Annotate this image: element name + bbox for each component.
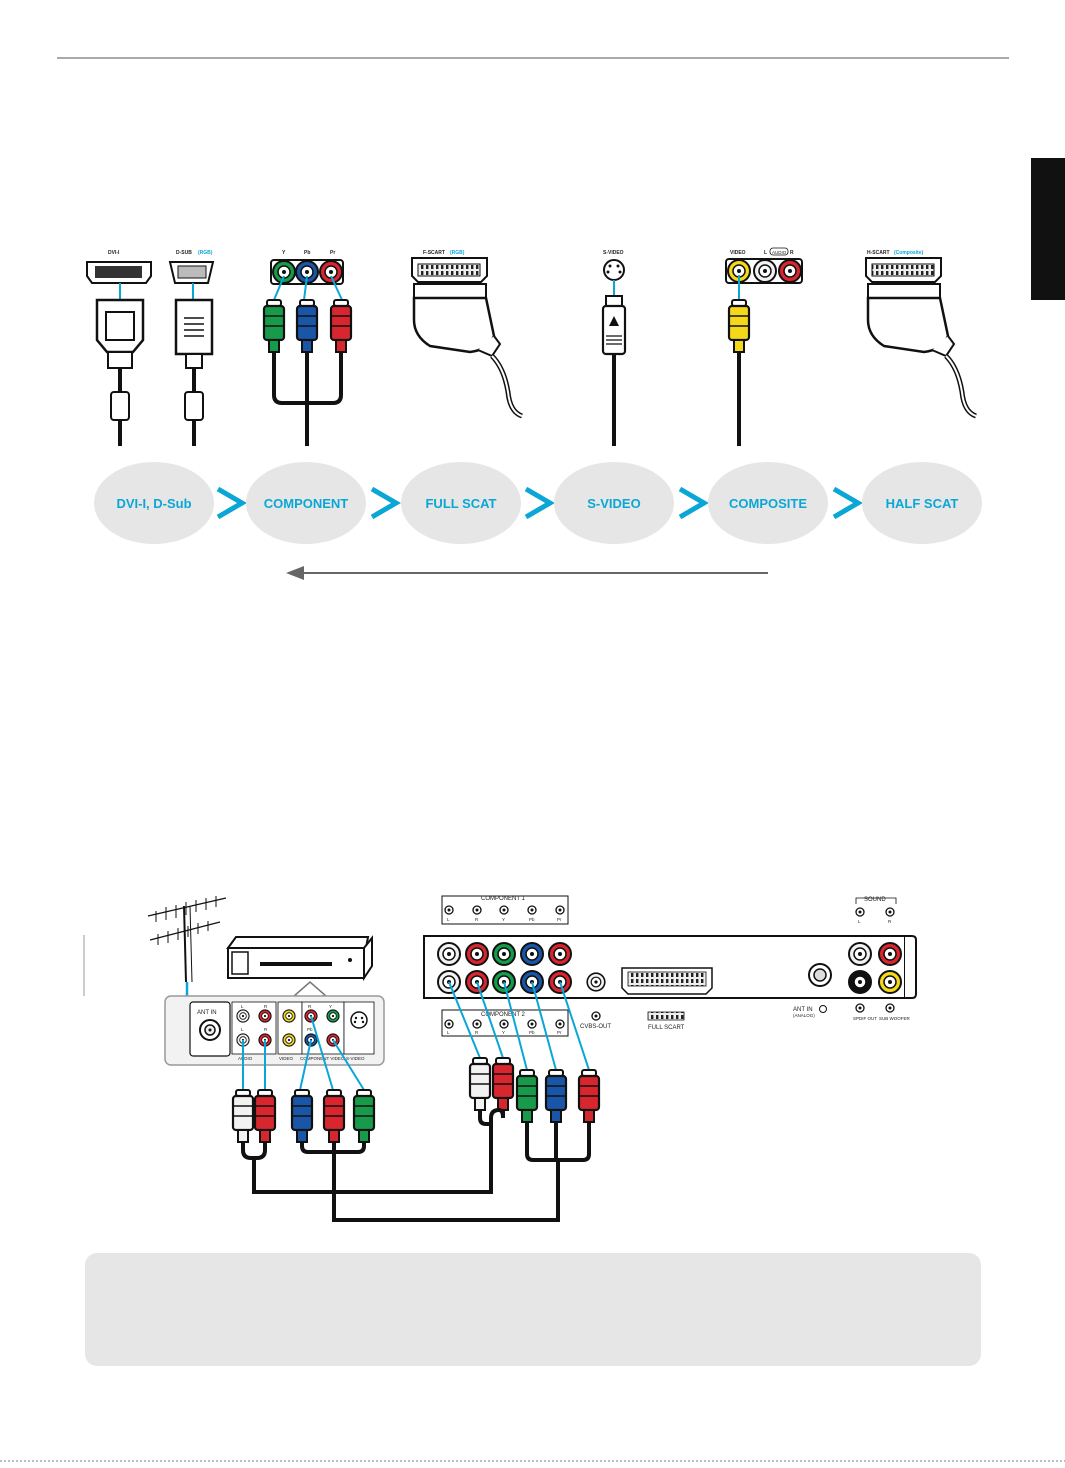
connector-dvi: DVI-I (86, 250, 152, 446)
device-group-label: VIDEO (279, 1056, 294, 1061)
chain-separator (524, 486, 555, 520)
tv-spdif-label: SPDIF OUT (853, 1016, 877, 1021)
device-port-letter: Y (329, 1004, 332, 1009)
tv-comp2-port: R (475, 1030, 479, 1035)
audio-cable (241, 1107, 505, 1194)
tv-full-scart: FULL SCART (648, 1025, 685, 1031)
component-cable (300, 1122, 591, 1222)
device-port-letter: R (308, 1004, 312, 1009)
chain-separator (370, 486, 401, 520)
zoom-arrow (292, 981, 328, 997)
tv-comp1-port: Pb (529, 917, 535, 922)
plug-red (577, 1068, 601, 1124)
device-group-label: S-VIDEO (346, 1056, 365, 1061)
tv-comp2-port: Y (502, 1030, 505, 1035)
connector-half-scart: H-SCART (Composite) (865, 250, 977, 419)
chain-item-label: FULL SCAT (425, 496, 496, 511)
r-label: R (790, 250, 794, 256)
tv-comp1-port: Pr (557, 917, 562, 922)
chain-separator (832, 486, 863, 520)
chain-separator (678, 486, 709, 520)
plug-blue (290, 1088, 314, 1144)
l-label: L (764, 250, 767, 256)
chapter-tab (1031, 158, 1065, 300)
tv-sound-port: R (888, 919, 892, 924)
chain-item: DVI-I, D-Sub (94, 462, 214, 544)
hscart-label: H-SCART (867, 250, 890, 256)
device-port-letter: Pb (307, 1027, 313, 1032)
y-label: Y (282, 250, 286, 256)
chain-item-label: HALF SCAT (886, 496, 959, 511)
device-port-letter: L (241, 1027, 244, 1032)
chain-item: FULL SCAT (401, 462, 521, 544)
fscart-label: F-SCART (423, 250, 445, 256)
audio-tag: AUDIO (772, 250, 787, 255)
tv-sound-port: L (858, 919, 861, 924)
fscart-tag: (RGB) (450, 250, 465, 256)
tv-subwoofer-label: SUB WOOFER (879, 1016, 911, 1021)
connector-component: Y Pb Pr (262, 250, 353, 446)
plug-green (515, 1068, 539, 1124)
tv-ant-in: ANT IN (793, 1007, 813, 1013)
dvi-label: DVI-I (108, 250, 120, 256)
plug-red (253, 1088, 277, 1144)
device-group-label: AUDIO (238, 1056, 253, 1061)
connector-dsub: D-SUB (RGB) (168, 250, 215, 446)
dsub-tag: (RGB) (198, 250, 213, 256)
hscart-tag: (Composite) (894, 250, 924, 256)
plug-white (468, 1056, 492, 1112)
chain-item: COMPONENT (246, 462, 366, 544)
pr-label: Pr (330, 250, 335, 256)
tv-comp2-port: Pr (557, 1030, 562, 1035)
tv-cvbs-out: CVBS-OUT (580, 1024, 611, 1030)
plug-red (491, 1056, 515, 1112)
tv-component1-label: COMPONENT 1 (481, 896, 526, 902)
device-rear-panel: ANT IN L R R Y L R Pb Pr AUDIO VIDEO COM… (164, 995, 385, 1066)
connector-svideo: S-VIDEO (601, 250, 627, 446)
priority-chain: DVI-I, D-Sub COMPONENT FULL SCAT S-VIDEO (94, 462, 982, 544)
tv-comp2-port: L (447, 1030, 450, 1035)
device-ant-in: ANT IN (197, 1010, 217, 1016)
antenna-icon (83, 896, 227, 996)
chain-item: S-VIDEO (554, 462, 674, 544)
tv-comp1-port: R (475, 917, 479, 922)
plug-white (231, 1088, 255, 1144)
priority-arrow (286, 566, 768, 580)
svideo-label: S-VIDEO (603, 250, 624, 256)
device-port-letter: L (241, 1004, 244, 1009)
tv-rear-panel: COMPONENT 1 L R Y Pb Pr COMPONENT 2 (423, 895, 917, 1037)
device-port-letter: R (264, 1004, 268, 1009)
tv-ant-in-sub: (ANALOG) (793, 1013, 815, 1018)
pb-label: Pb (304, 250, 310, 256)
vcr-device-icon (226, 935, 373, 982)
connector-composite: VIDEO L AUDIO R (725, 247, 803, 446)
device-group-label: COMPONENT VIDEO (300, 1056, 345, 1061)
chain-item: HALF SCAT (862, 462, 982, 544)
connector-full-scart: F-SCART (RGB) (411, 250, 523, 419)
dsub-label: D-SUB (176, 250, 192, 256)
chain-item-label: S-VIDEO (587, 496, 640, 511)
note-box (85, 1253, 981, 1366)
tv-leads (448, 981, 590, 1071)
device-leads (242, 1015, 365, 1091)
plug-red (322, 1088, 346, 1144)
chain-item: COMPOSITE (708, 462, 828, 544)
device-port-letter: R (264, 1027, 268, 1032)
video-label: VIDEO (730, 250, 746, 256)
chain-item-label: DVI-I, D-Sub (116, 496, 191, 511)
plug-blue (544, 1068, 568, 1124)
plug-green (352, 1088, 376, 1144)
tv-sound-label: SOUND (864, 897, 886, 903)
tv-comp2-port: Pb (529, 1030, 535, 1035)
tv-comp1-port: L (447, 917, 450, 922)
chain-separator (216, 486, 247, 520)
tv-comp1-port: Y (502, 917, 505, 922)
chain-item-label: COMPONENT (264, 496, 349, 511)
chain-item-label: COMPOSITE (729, 496, 807, 511)
tv-component2-label: COMPONENT 2 (481, 1012, 526, 1018)
